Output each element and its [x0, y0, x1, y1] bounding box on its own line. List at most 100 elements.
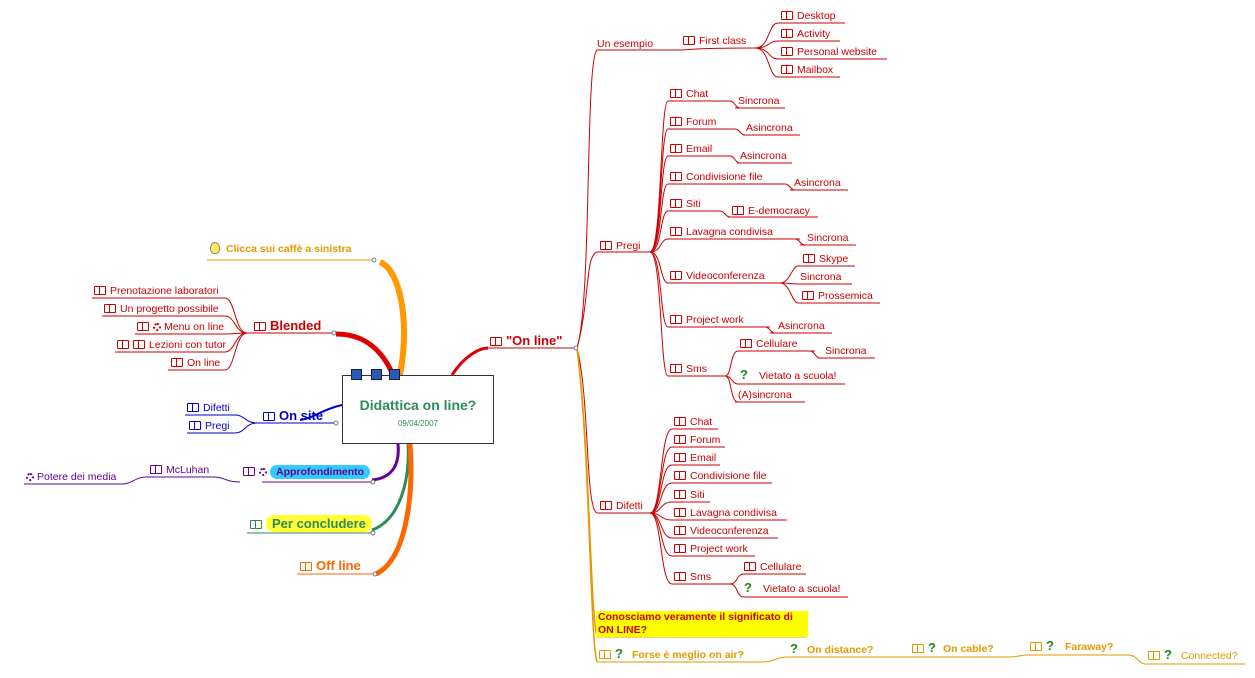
book-icon: [133, 340, 145, 349]
difetti-subitem[interactable]: Cellulare: [744, 561, 801, 574]
blended-item[interactable]: Un progetto possibile: [104, 303, 219, 316]
book-icon: [670, 271, 682, 280]
chain-topic[interactable]: ?Faraway?: [1030, 639, 1113, 654]
blended-item[interactable]: On line: [171, 357, 220, 370]
question-icon: ?: [615, 646, 623, 661]
pregi-item[interactable]: Videoconferenza: [670, 270, 765, 283]
item-label: Desktop: [797, 10, 836, 22]
attachment-icon[interactable]: [371, 369, 382, 380]
pregi-value: Asincrona: [778, 320, 825, 332]
item-label: On line: [187, 357, 221, 369]
item-label: On distance?: [806, 644, 874, 656]
chain-topic[interactable]: ?On cable?: [912, 641, 994, 656]
topic-per-concludere[interactable]: Per concludere: [250, 515, 372, 532]
blended-item[interactable]: Lezioni con tutor: [117, 339, 226, 352]
approf-item[interactable]: McLuhan: [150, 464, 209, 477]
book-icon: [670, 117, 682, 126]
pregi-item[interactable]: Chat: [670, 88, 708, 101]
book-icon: [254, 322, 266, 331]
pregi-subitem[interactable]: ?Vietato a scuola!: [740, 368, 836, 383]
attachment-icon[interactable]: [351, 369, 362, 380]
topic-off-line[interactable]: Off line: [300, 558, 361, 574]
pregi-subitem[interactable]: Cellulare: [740, 338, 797, 351]
topic-on-line[interactable]: "On line": [490, 333, 562, 349]
pregi-value: Sincrona: [807, 232, 849, 244]
book-icon: [490, 337, 502, 346]
difetti-item[interactable]: Project work: [674, 543, 748, 556]
pregi-topic[interactable]: Pregi: [600, 240, 641, 253]
book-icon: [683, 36, 695, 45]
blended-item[interactable]: Prenotazione laboratori: [94, 285, 219, 298]
tip-topic[interactable]: Clicca sui caffè a sinistra: [210, 242, 351, 256]
item-label: Personal website: [797, 46, 877, 58]
esempio-item[interactable]: Desktop: [781, 10, 836, 23]
book-icon: [674, 471, 686, 480]
difetti-item[interactable]: Condivisione file: [674, 470, 766, 483]
chain-topic[interactable]: ?On distance?: [790, 642, 873, 657]
onsite-item[interactable]: Difetti: [187, 402, 230, 415]
firstclass-topic[interactable]: First class: [683, 35, 746, 48]
book-icon: [670, 89, 682, 98]
difetti-topic[interactable]: Difetti: [600, 500, 643, 513]
difetti-item[interactable]: Videoconferenza: [674, 525, 769, 538]
difetti-item[interactable]: Siti: [674, 489, 705, 502]
pregi-item[interactable]: Forum: [670, 116, 716, 129]
item-label: Activity: [797, 28, 831, 40]
pregi-item[interactable]: Project work: [670, 314, 744, 327]
esempio-item[interactable]: Mailbox: [781, 64, 833, 77]
book-icon: [674, 490, 686, 499]
attachment-icon[interactable]: [389, 369, 400, 380]
difetti-subitem[interactable]: ?Vietato a scuola!: [744, 581, 840, 596]
difetti-item[interactable]: Forum: [674, 434, 720, 447]
book-icon: [600, 241, 612, 250]
onsite-item[interactable]: Pregi: [189, 420, 230, 433]
approf-subitem[interactable]: Potere dei media: [26, 471, 116, 484]
item-label: Email: [686, 143, 713, 155]
difetti-item[interactable]: Sms: [674, 571, 711, 584]
item-label: Forum: [690, 434, 721, 446]
chain-topic[interactable]: ?Forse è meglio on air?: [599, 647, 744, 662]
tip-label: Clicca sui caffè a sinistra: [226, 243, 352, 255]
book-icon: [670, 315, 682, 324]
item-label: Cellulare: [760, 561, 802, 573]
item-label: Condivisione file: [686, 171, 763, 183]
item-label: Sms: [686, 363, 707, 375]
item-label: Un progetto possibile: [120, 303, 219, 315]
blended-item[interactable]: Menu on line: [137, 321, 224, 334]
book-icon: [104, 304, 116, 313]
note-topic[interactable]: Conosciamo veramente il significato di O…: [596, 611, 808, 637]
difetti-item[interactable]: Chat: [674, 416, 712, 429]
esempio-item[interactable]: Activity: [781, 28, 830, 41]
item-label: On cable?: [942, 643, 994, 655]
item-label: Project work: [690, 543, 748, 555]
topic-blended[interactable]: Blended: [254, 318, 321, 334]
item-label: Skype: [819, 253, 849, 265]
difetti-item[interactable]: Lavagna condivisa: [674, 507, 777, 520]
pregi-subitem[interactable]: Prossemica: [802, 290, 873, 303]
chain-topic[interactable]: ?Connected?: [1148, 648, 1238, 663]
item-label: Email: [690, 452, 717, 464]
topic-onsite[interactable]: On site: [263, 408, 323, 424]
item-label: Siti: [690, 489, 705, 501]
topic-approfondimento[interactable]: Approfondimento: [243, 465, 371, 479]
question-icon: ?: [1046, 638, 1054, 653]
pregi-item[interactable]: Siti: [670, 198, 701, 211]
pregi-value[interactable]: E-democracy: [732, 205, 810, 218]
book-icon: [250, 520, 262, 529]
central-topic[interactable]: Didattica on line? 09/04/2007: [342, 369, 494, 444]
esempio-item[interactable]: Personal website: [781, 46, 877, 59]
pregi-item[interactable]: Sms: [670, 363, 707, 376]
item-label: Mailbox: [797, 64, 834, 76]
pregi-item[interactable]: Email: [670, 143, 712, 156]
pregi-subitem[interactable]: Skype: [803, 253, 848, 266]
item-label: Lavagna condivisa: [686, 226, 773, 238]
book-icon: [300, 562, 312, 571]
pregi-item[interactable]: Condivisione file: [670, 171, 762, 184]
difetti-item[interactable]: Email: [674, 452, 716, 465]
item-label: Sms: [690, 571, 711, 583]
item-label: Menu on line: [164, 321, 225, 333]
item-label: McLuhan: [166, 464, 210, 476]
item-label: Potere dei media: [37, 471, 117, 483]
pregi-item[interactable]: Lavagna condivisa: [670, 226, 773, 239]
esempio-topic[interactable]: Un esempio: [597, 38, 654, 50]
